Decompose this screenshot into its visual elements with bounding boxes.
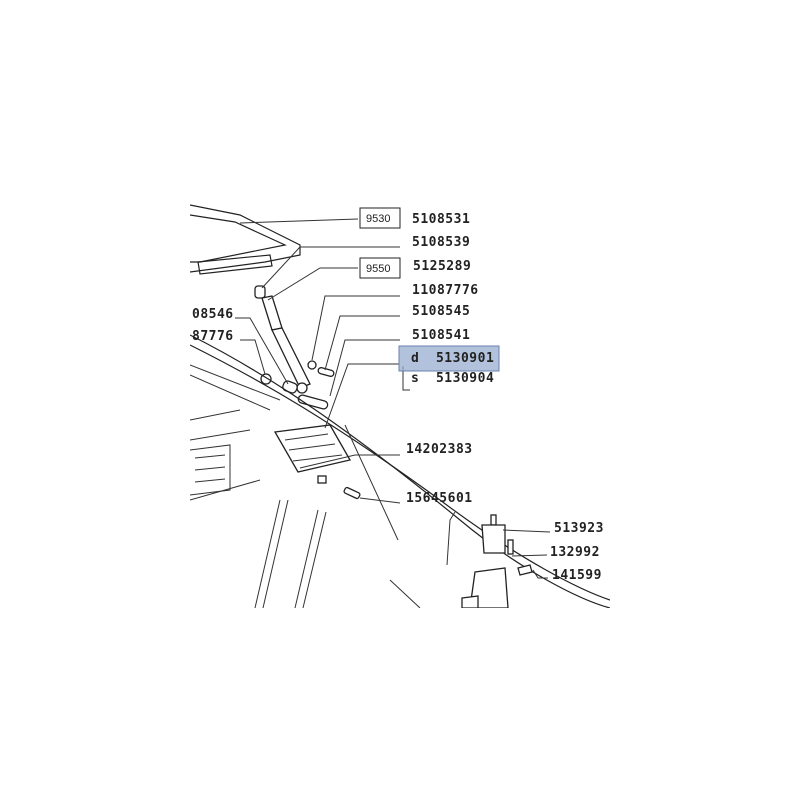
part-number: 14202383 [406,442,473,457]
part-number: 132992 [550,545,600,560]
part-number: 513923 [554,521,604,536]
part-number-left: s 5130904 [411,371,494,386]
part-number: 5108541 [412,328,470,343]
exploded-drawing [190,204,610,608]
ref-box-9530-label: 9530 [366,213,390,225]
part-number-right: d 5130901 [411,351,494,366]
part-number: 08546 [192,307,234,322]
sensor-assembly [461,514,533,608]
ref-box-9530 [359,207,401,229]
part-number: 141599 [552,568,602,583]
part-number: 87776 [192,329,234,344]
part-number: 15645601 [406,491,473,506]
ref-box-9550 [359,257,401,279]
part-number: 5108545 [412,304,470,319]
part-number: 5108539 [412,235,470,250]
part-number: 5108531 [412,212,470,227]
part-number: 5125289 [413,259,471,274]
ref-box-9550-label: 9550 [366,263,390,275]
vent-grille [273,424,351,484]
part-number: 11087776 [412,283,479,298]
gas-strut [254,285,311,394]
highlighted-part[interactable] [398,345,500,372]
